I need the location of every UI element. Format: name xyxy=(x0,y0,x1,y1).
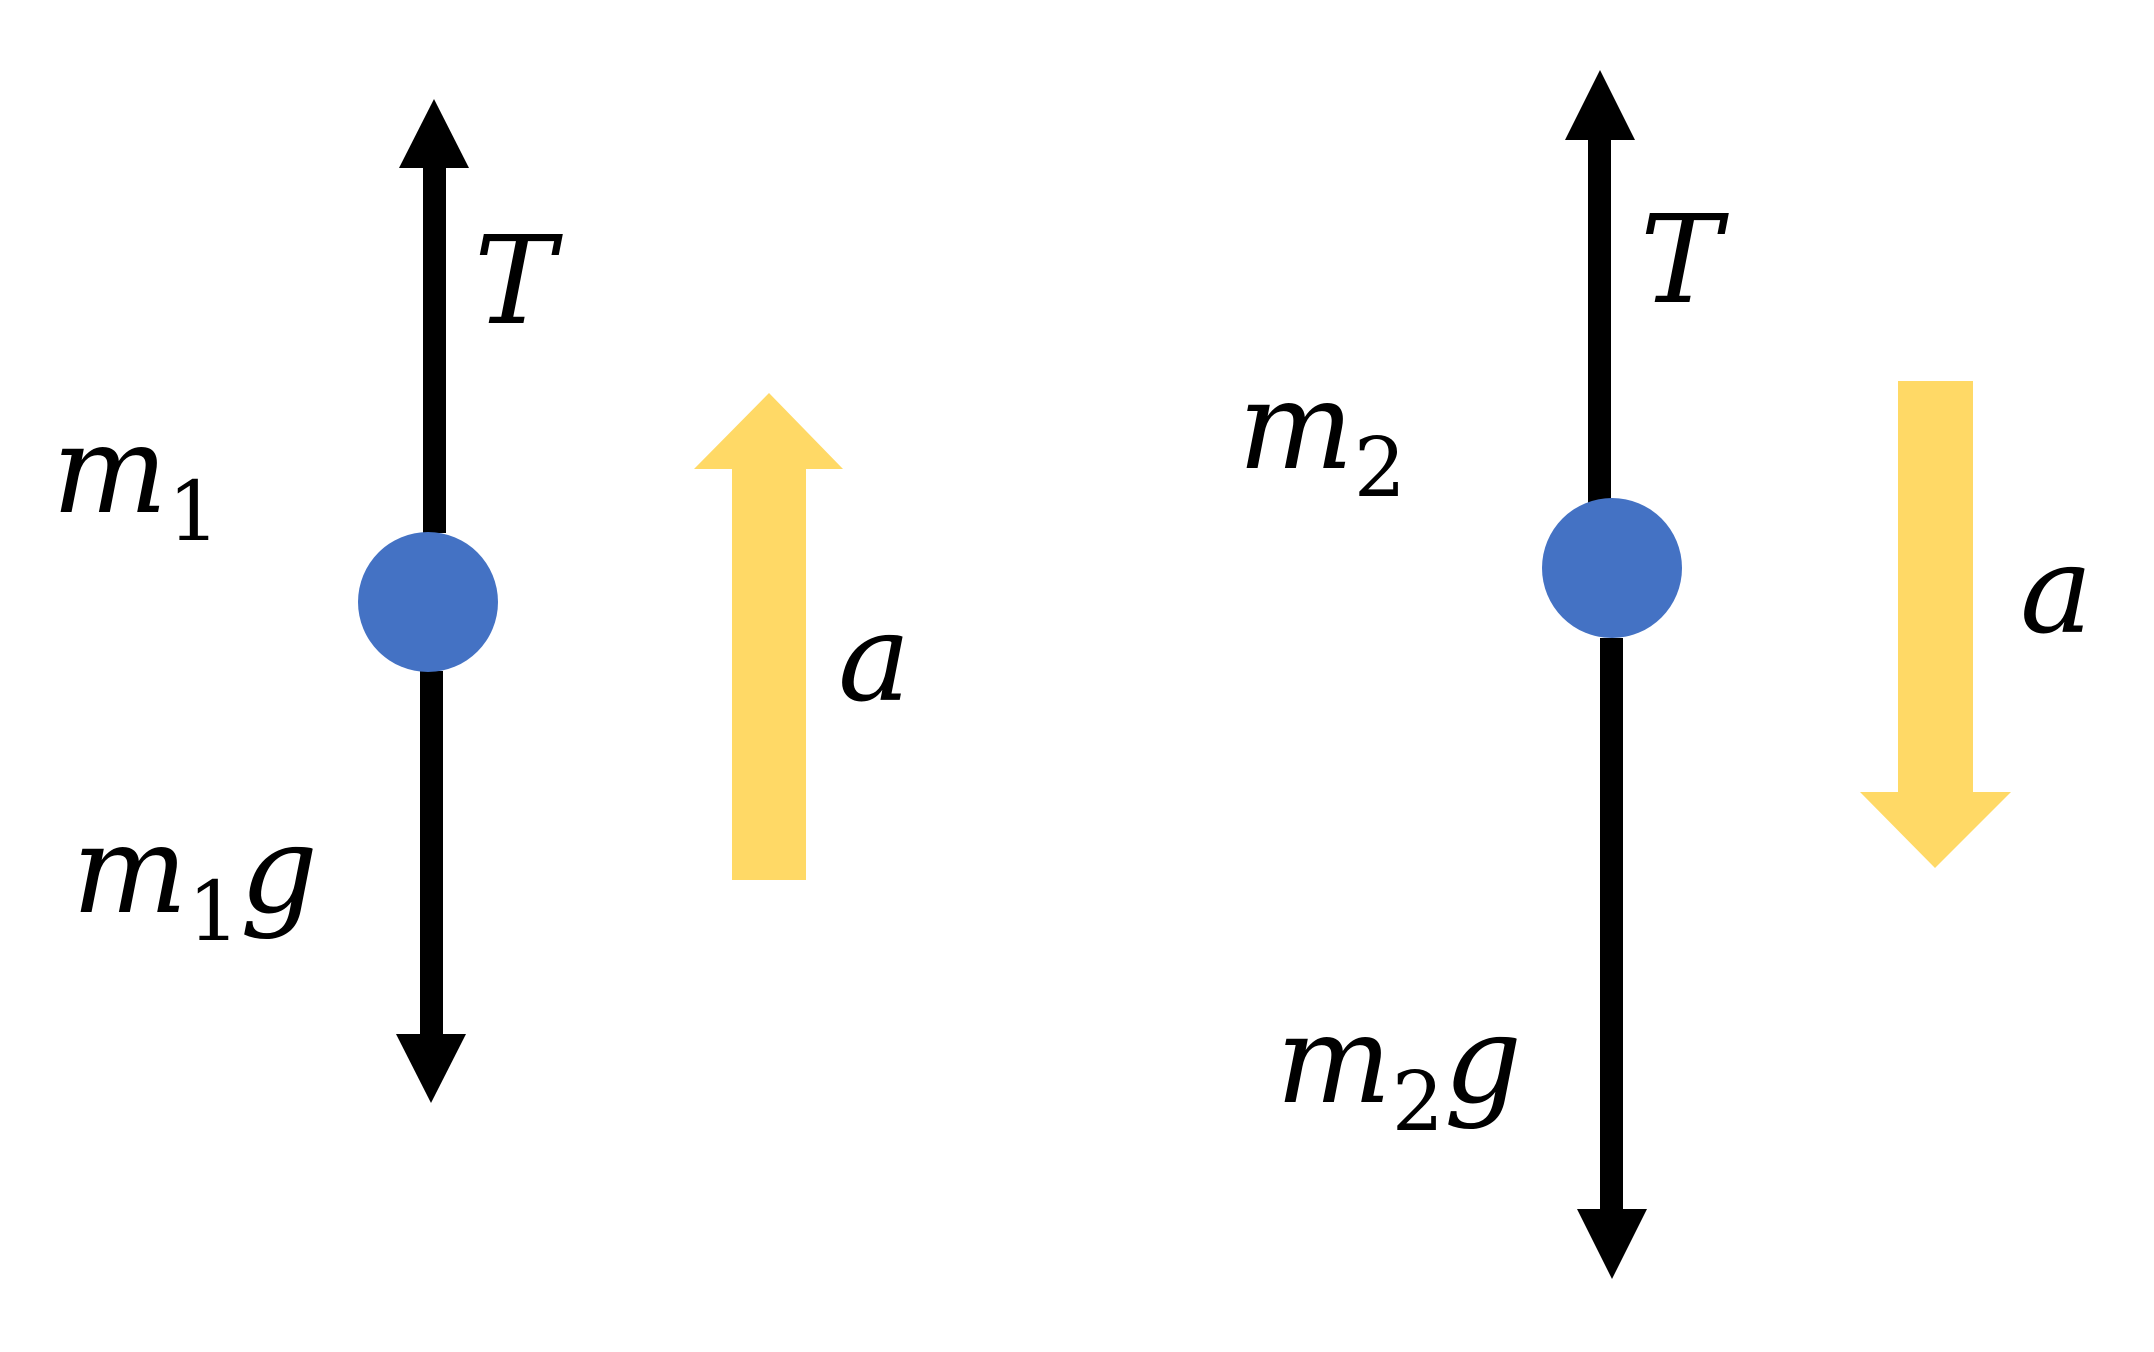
left-mass-label: m1 xyxy=(52,399,220,560)
left-acceleration-label: a xyxy=(838,587,911,729)
left-body: T m1 m1g a xyxy=(52,99,911,1103)
left-mass-symbol: m xyxy=(52,399,168,541)
right-weight-symbol: m xyxy=(1276,989,1392,1131)
left-tension-label: T xyxy=(474,210,563,352)
right-tension-label: T xyxy=(1640,189,1729,331)
left-weight-label: m1g xyxy=(72,799,318,960)
left-tension-arrow xyxy=(399,99,469,533)
right-weight-suffix: g xyxy=(1444,989,1522,1131)
right-weight-arrow xyxy=(1577,638,1647,1279)
right-acceleration-arrow xyxy=(1860,381,2011,868)
right-acceleration-label: a xyxy=(2020,519,2093,661)
right-tension-arrow xyxy=(1565,70,1635,506)
left-acceleration-arrow xyxy=(694,393,843,880)
left-mass-dot xyxy=(358,532,498,672)
right-weight-subscript: 2 xyxy=(1392,1055,1444,1150)
right-mass-symbol: m xyxy=(1238,355,1354,497)
right-mass-label: m2 xyxy=(1238,355,1406,516)
left-weight-suffix: g xyxy=(240,799,318,941)
left-weight-arrow xyxy=(396,671,466,1103)
left-mass-subscript: 1 xyxy=(168,465,220,560)
right-mass-subscript: 2 xyxy=(1354,421,1406,516)
left-weight-symbol: m xyxy=(72,799,188,941)
right-body: T m2 m2g a xyxy=(1238,70,2093,1279)
right-mass-dot xyxy=(1542,498,1682,638)
left-weight-subscript: 1 xyxy=(188,865,240,960)
right-weight-label: m2g xyxy=(1276,989,1522,1150)
